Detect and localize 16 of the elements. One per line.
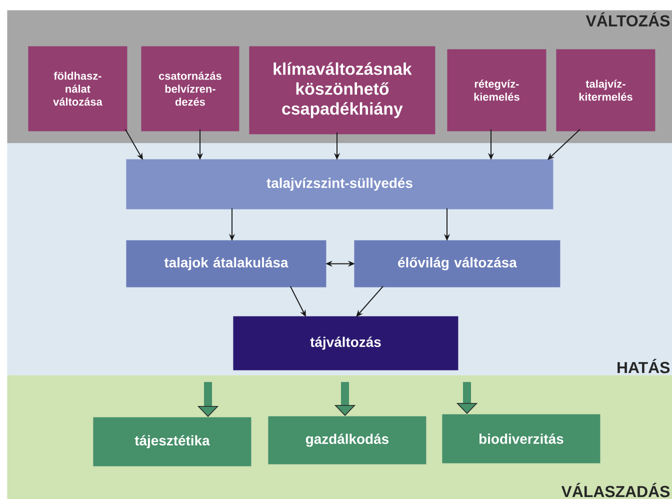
process-box: csatornázás belvízren- dezés [141,46,240,132]
process-box: klímaváltozásnak köszönhető csapadékhiány [249,46,436,134]
process-box: biodiverzitás [442,414,600,464]
arrow [356,286,384,317]
process-box: talajok átalakulása [126,240,326,288]
band-heading: HATÁS [618,358,670,374]
process-box: földhasz- nálat változása [28,46,128,132]
process-box: tájváltozás [233,316,458,370]
process-box: élővilág változása [354,240,560,288]
band-heading: VÁLASZADÁS [561,482,670,498]
process-box: talajvízszint-süllyedés [126,159,554,210]
band-heading: VÁLTOZÁS [586,12,670,26]
process-box: rétegvíz- kiemelés [447,49,546,132]
process-box: gazdálkodás [268,416,426,464]
process-box: talajvíz- kitermelés [556,49,656,132]
process-box: tájesztétika [93,417,252,466]
